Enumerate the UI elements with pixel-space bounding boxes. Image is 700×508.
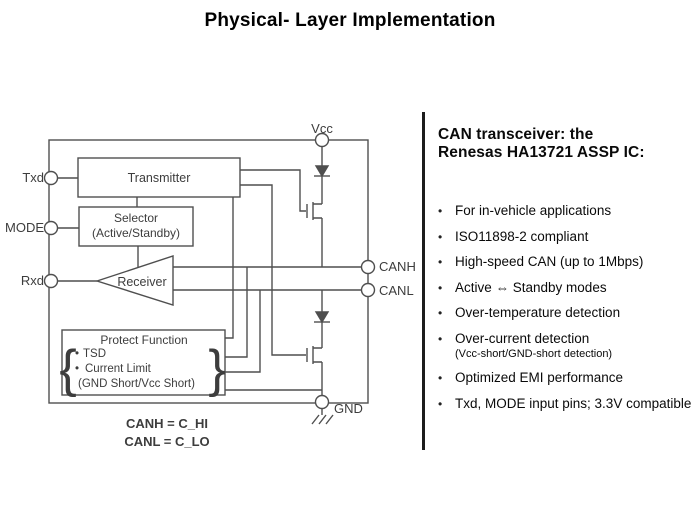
wires: [48, 139, 369, 425]
wire-fet2-stubs: [313, 347, 323, 396]
list-item-text: Txd, MODE input pins; 3.3V compatible: [455, 395, 692, 411]
protect-function-block: [61, 329, 226, 396]
protect-item1-bullet-icon: •: [75, 348, 79, 360]
selector-block: [78, 206, 194, 247]
list-item-text: ISO11898-2 compliant: [455, 228, 589, 244]
bullet-icon: •: [438, 255, 443, 269]
bullet-icon: •: [438, 306, 443, 320]
list-item: • High-speed CAN (up to 1Mbps): [438, 254, 696, 271]
selector-label-line1: Selector: [114, 211, 158, 225]
diode2-icon: [314, 311, 330, 324]
feature-panel: CAN transceiver: the Renesas HA13721 ASS…: [438, 126, 696, 421]
vcc-label: Vcc: [311, 121, 333, 136]
bullet-icon: •: [438, 371, 443, 385]
panel-heading-line1: CAN transceiver: the: [438, 126, 594, 143]
mode-pin: [43, 220, 59, 236]
gnd-label: GND: [334, 401, 363, 416]
bullet-icon: •: [438, 204, 443, 218]
txd-label: Txd: [22, 170, 44, 185]
list-item: • Active ⇔ Standby modes: [438, 280, 696, 297]
pin-circles: [43, 132, 376, 410]
protect-item1-label: TSD: [83, 348, 106, 360]
list-item-main: Over-current detection: [455, 330, 590, 346]
vertical-divider: [422, 112, 425, 450]
gnd-pin: [314, 394, 330, 410]
list-item: • For in-vehicle applications: [438, 203, 696, 220]
protect-item3-label: (GND Short/Vcc Short): [78, 378, 195, 390]
list-item-text: High-speed CAN (up to 1Mbps): [455, 254, 644, 269]
ground-symbol-icon: [311, 414, 334, 425]
canl-label: CANL: [379, 283, 414, 298]
page-title: Physical- Layer Implementation: [204, 10, 496, 31]
list-item: • Over-current detection (Vcc-short/GND-…: [438, 331, 696, 362]
bullet-icon: •: [438, 331, 443, 346]
selector-label-line2: (Active/Standby): [92, 226, 180, 240]
bullet-icon: •: [438, 396, 443, 411]
list-item-text: Over-temperature detection: [455, 305, 621, 320]
rxd-pin: [43, 273, 59, 289]
diagram-svg: Vcc Txd MODE Rxd CANH CANL GND Transmitt…: [5, 121, 416, 449]
blocks: [61, 157, 241, 396]
mode-label: MODE: [5, 220, 44, 235]
can-transceiver-block-diagram: Vcc Txd MODE Rxd CANH CANL GND Transmitt…: [0, 100, 430, 470]
wire-fet1-stubs: [313, 203, 323, 267]
list-item: • Over-temperature detection: [438, 305, 696, 322]
canh-equation: CANH = C_HI: [126, 416, 208, 431]
protect-item2-bullet-icon: •: [75, 363, 79, 375]
diodes: [314, 165, 330, 324]
list-item-text: Active ⇔ Standby modes: [455, 279, 607, 295]
txd-pin: [43, 170, 59, 186]
wire-canl-to-protect: [225, 290, 261, 373]
wire-transmitter-out1-upper-gate: [240, 169, 306, 212]
list-item-text: For in-vehicle applications: [455, 203, 612, 218]
wire-transmitter-out2-lower-gate: [240, 184, 306, 356]
receiver-label: Receiver: [117, 275, 166, 289]
list-item: • ISO11898-2 compliant: [438, 229, 696, 246]
protect-title: Protect Function: [100, 333, 187, 347]
canl-equation: CANL = C_LO: [124, 434, 209, 449]
bullet-icon: •: [438, 280, 443, 295]
feature-list: • For in-vehicle applications • ISO11898…: [438, 203, 696, 412]
wire-transmitter-to-protect: [225, 197, 234, 339]
transmitter-block: [77, 157, 241, 198]
canh-pin: [360, 259, 376, 275]
protect-item2-label: Current Limit: [85, 363, 152, 375]
protect-brace-right: }: [208, 340, 225, 398]
rxd-label: Rxd: [21, 273, 44, 288]
protect-brace-left: {: [59, 340, 76, 398]
transmitter-label: Transmitter: [128, 171, 191, 185]
diode1-icon: [314, 165, 330, 178]
canl-pin: [360, 282, 376, 298]
canh-label: CANH: [379, 259, 416, 274]
list-item-subtext: (Vcc-short/GND-short detection): [455, 348, 613, 360]
receiver-block: [94, 255, 174, 306]
list-item: • Optimized EMI performance: [438, 370, 696, 387]
vcc-pin: [314, 132, 330, 148]
list-item: • Txd, MODE input pins; 3.3V compatible: [438, 396, 696, 413]
panel-heading-line2: Renesas HA13721 ASSP IC:: [438, 144, 645, 161]
bullet-icon: •: [438, 229, 443, 244]
wire-canh-to-protect: [225, 267, 248, 358]
list-item-text: Optimized EMI performance: [455, 370, 624, 385]
list-item-text: Over-current detection (Vcc-short/GND-sh…: [455, 331, 612, 362]
